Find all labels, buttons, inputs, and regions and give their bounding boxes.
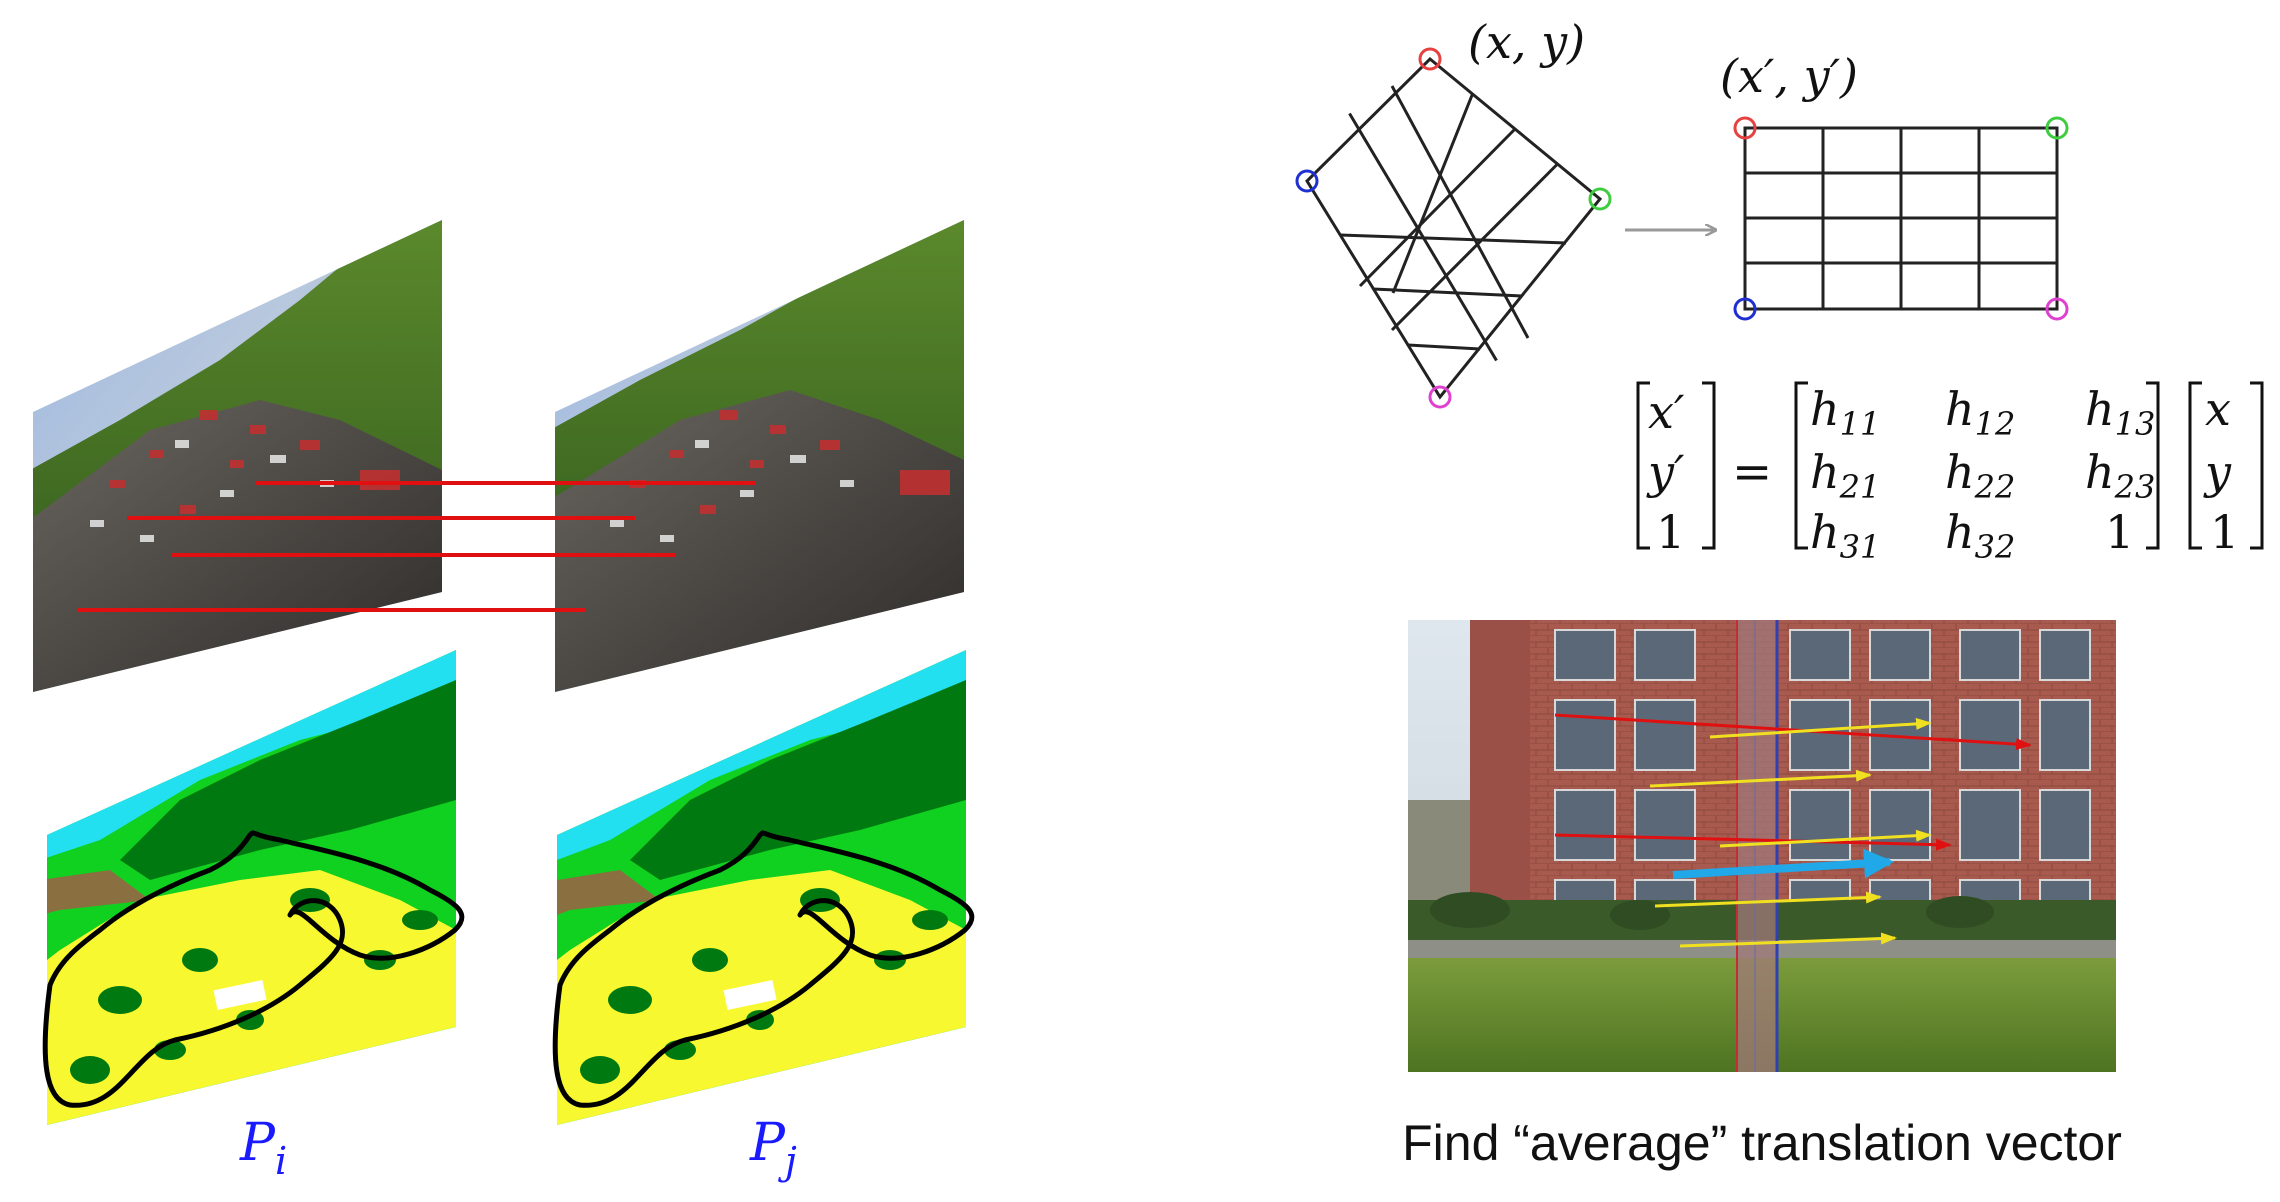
corner-marker <box>1733 116 1757 140</box>
source-corner-markers <box>1295 47 1612 409</box>
target-point-label: (x′, y′) <box>1720 49 1858 103</box>
label-p-i: Pi <box>239 1113 287 1183</box>
svg-text:h12: h12 <box>1945 382 2015 443</box>
corner-marker <box>1733 297 1757 321</box>
translation-vectors <box>1554 713 2032 948</box>
homography-equation: x′ y′ 1 = h11 h12 h13 h21 h22 h23 h31 h3… <box>1636 381 2264 566</box>
yellow-vector <box>1709 717 1932 739</box>
svg-text:h31: h31 <box>1810 505 1880 566</box>
region-outline-i <box>42 830 465 1108</box>
red-vector <box>1554 713 2032 751</box>
svg-text:1: 1 <box>2105 505 2134 559</box>
svg-text:h11: h11 <box>1810 382 1880 443</box>
image-plane-i <box>33 220 442 692</box>
segmentation-plane-i <box>47 650 456 1125</box>
svg-text:1: 1 <box>2210 505 2239 559</box>
average-vector <box>1672 848 1894 879</box>
source-quad-grid <box>1305 56 1603 400</box>
region-outline-j <box>552 830 975 1108</box>
corner-marker <box>1418 47 1442 71</box>
svg-text:1: 1 <box>1656 505 1685 559</box>
yellow-vector <box>1654 891 1882 908</box>
image-plane-j <box>555 220 964 692</box>
label-p-j: Pj <box>749 1113 797 1183</box>
caption-average-translation: Find “average” translation vector <box>1402 1115 2122 1171</box>
svg-text:y′: y′ <box>1646 445 1685 499</box>
corner-marker <box>2045 297 2069 321</box>
svg-text:x′: x′ <box>1648 385 1685 439</box>
corner-marker <box>1295 169 1319 193</box>
yellow-vector <box>1679 932 1897 948</box>
svg-text:x: x <box>2205 382 2231 436</box>
corner-marker <box>1428 385 1452 409</box>
corner-marker <box>1588 187 1612 211</box>
svg-text:h32: h32 <box>1945 505 2015 566</box>
segmentation-plane-j <box>557 650 966 1125</box>
svg-text:h22: h22 <box>1945 445 2015 506</box>
yellow-vector <box>1649 769 1872 788</box>
red-vector <box>1554 833 1952 851</box>
target-rect-grid <box>1743 126 2059 311</box>
svg-text:y: y <box>2203 445 2232 499</box>
svg-text:h13: h13 <box>2085 382 2155 443</box>
svg-text:h23: h23 <box>2085 445 2155 506</box>
target-corner-markers <box>1733 116 2069 321</box>
yellow-vector <box>1719 829 1932 848</box>
svg-text:=: = <box>1732 444 1772 500</box>
feature-match-lines <box>77 481 755 612</box>
building-photo <box>1408 620 2116 1072</box>
svg-text:h21: h21 <box>1810 445 1880 506</box>
corner-marker <box>2045 116 2069 140</box>
source-point-label: (x, y) <box>1468 15 1585 69</box>
